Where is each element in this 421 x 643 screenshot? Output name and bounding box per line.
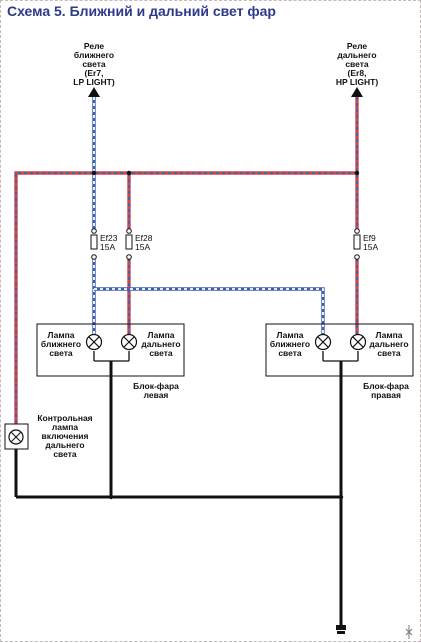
- lamp-right-high-beam: [349, 333, 367, 351]
- fuse-ef28: Ef28 15A: [125, 228, 153, 260]
- fuse-ef28-rating: 15A: [135, 242, 150, 252]
- left-low-line-3: света: [49, 348, 73, 358]
- relay-low-line-1: Реле: [84, 41, 104, 51]
- headlamp-left-block: [36, 323, 185, 377]
- fuse-ef9-name: Ef9: [363, 233, 376, 243]
- high-beam-wires: [14, 97, 359, 424]
- right-low-line-3: света: [278, 348, 302, 358]
- low-beam-wires: [92, 97, 325, 334]
- ground-wires: [14, 361, 343, 626]
- fuse-ef23: Ef23 15A: [90, 228, 118, 260]
- relay-low-line-2: ближнего: [74, 50, 114, 60]
- relay-high-label: Реле дальнего света (Er8, HP LIGHT): [336, 41, 379, 87]
- left-low-beam-label: Лампа ближнего света: [41, 330, 81, 358]
- headlamp-left-caption: Блок-фара левая: [133, 381, 179, 400]
- indicator-line-5: света: [53, 449, 77, 459]
- fuse-ef9-rating: 15A: [363, 242, 378, 252]
- right-low-line-1: Лампа: [276, 330, 303, 340]
- ground-terminal: [336, 625, 346, 634]
- wire-low-right-lamp-stripe: [94, 288, 324, 334]
- diagram-title: Схема 5. Ближний и дальний свет фар: [7, 3, 276, 19]
- right-low-line-2: ближнего: [270, 339, 310, 349]
- relay-low-label: Реле ближнего света (Er7, LP LIGHT): [73, 41, 115, 87]
- fuse-ef23-name: Ef23: [100, 233, 118, 243]
- headlamp-left-caption-2: левая: [144, 390, 169, 400]
- indicator-line-4: дальнего: [45, 440, 84, 450]
- left-high-beam-label: Лампа дальнего света: [141, 330, 180, 358]
- indicator-lamp: [4, 423, 29, 450]
- headlamp-right-caption-2: правая: [371, 390, 401, 400]
- wire-high-bus-stripe: [15, 172, 357, 424]
- left-high-line-1: Лампа: [147, 330, 174, 340]
- fuse-ef23-rating: 15A: [100, 242, 115, 252]
- indicator-label: Контрольная лампа включения дальнего све…: [37, 413, 92, 459]
- relay-low-arrow: [88, 87, 100, 97]
- fuse-ef28-name: Ef28: [135, 233, 153, 243]
- indicator-line-2: лампа: [52, 422, 79, 432]
- relay-high-line-4: (Er8,: [348, 68, 367, 78]
- left-low-line-1: Лампа: [47, 330, 74, 340]
- right-high-line-1: Лампа: [375, 330, 402, 340]
- relay-low-line-3: света: [82, 59, 106, 69]
- right-high-beam-label: Лампа дальнего света: [369, 330, 408, 358]
- headlamp-right-caption-1: Блок-фара: [363, 381, 409, 391]
- fuse-ef9: Ef9 15A: [353, 228, 378, 260]
- left-low-line-2: ближнего: [41, 339, 81, 349]
- relay-high-line-2: дальнего: [337, 50, 376, 60]
- indicator-line-3: включения: [42, 431, 89, 441]
- right-high-line-2: дальнего: [369, 339, 408, 349]
- relay-high-arrow: [351, 87, 363, 97]
- left-high-line-2: дальнего: [141, 339, 180, 349]
- lamp-ground-links: [93, 351, 359, 362]
- right-high-line-3: света: [377, 348, 401, 358]
- indicator-line-1: Контрольная: [37, 413, 92, 423]
- headlamp-left-caption-1: Блок-фара: [133, 381, 179, 391]
- wire-high-bus: [14, 171, 357, 424]
- left-high-line-3: света: [149, 348, 173, 358]
- relay-high-line-3: света: [345, 59, 369, 69]
- lamp-left-low-beam: [85, 333, 103, 351]
- junction-dots: [91, 170, 360, 500]
- corner-logo: [405, 625, 413, 639]
- headlamp-right-caption: Блок-фара правая: [363, 381, 409, 400]
- relay-high-line-5: HP LIGHT): [336, 77, 379, 87]
- right-low-beam-label: Лампа ближнего света: [270, 330, 310, 358]
- relay-high-line-1: Реле: [347, 41, 367, 51]
- relay-low-line-5: LP LIGHT): [73, 77, 115, 87]
- relay-low-line-4: (Er7,: [85, 68, 104, 78]
- headlamp-right-block: [265, 323, 414, 377]
- lamp-right-low-beam: [314, 333, 332, 351]
- lamp-left-high-beam: [120, 333, 138, 351]
